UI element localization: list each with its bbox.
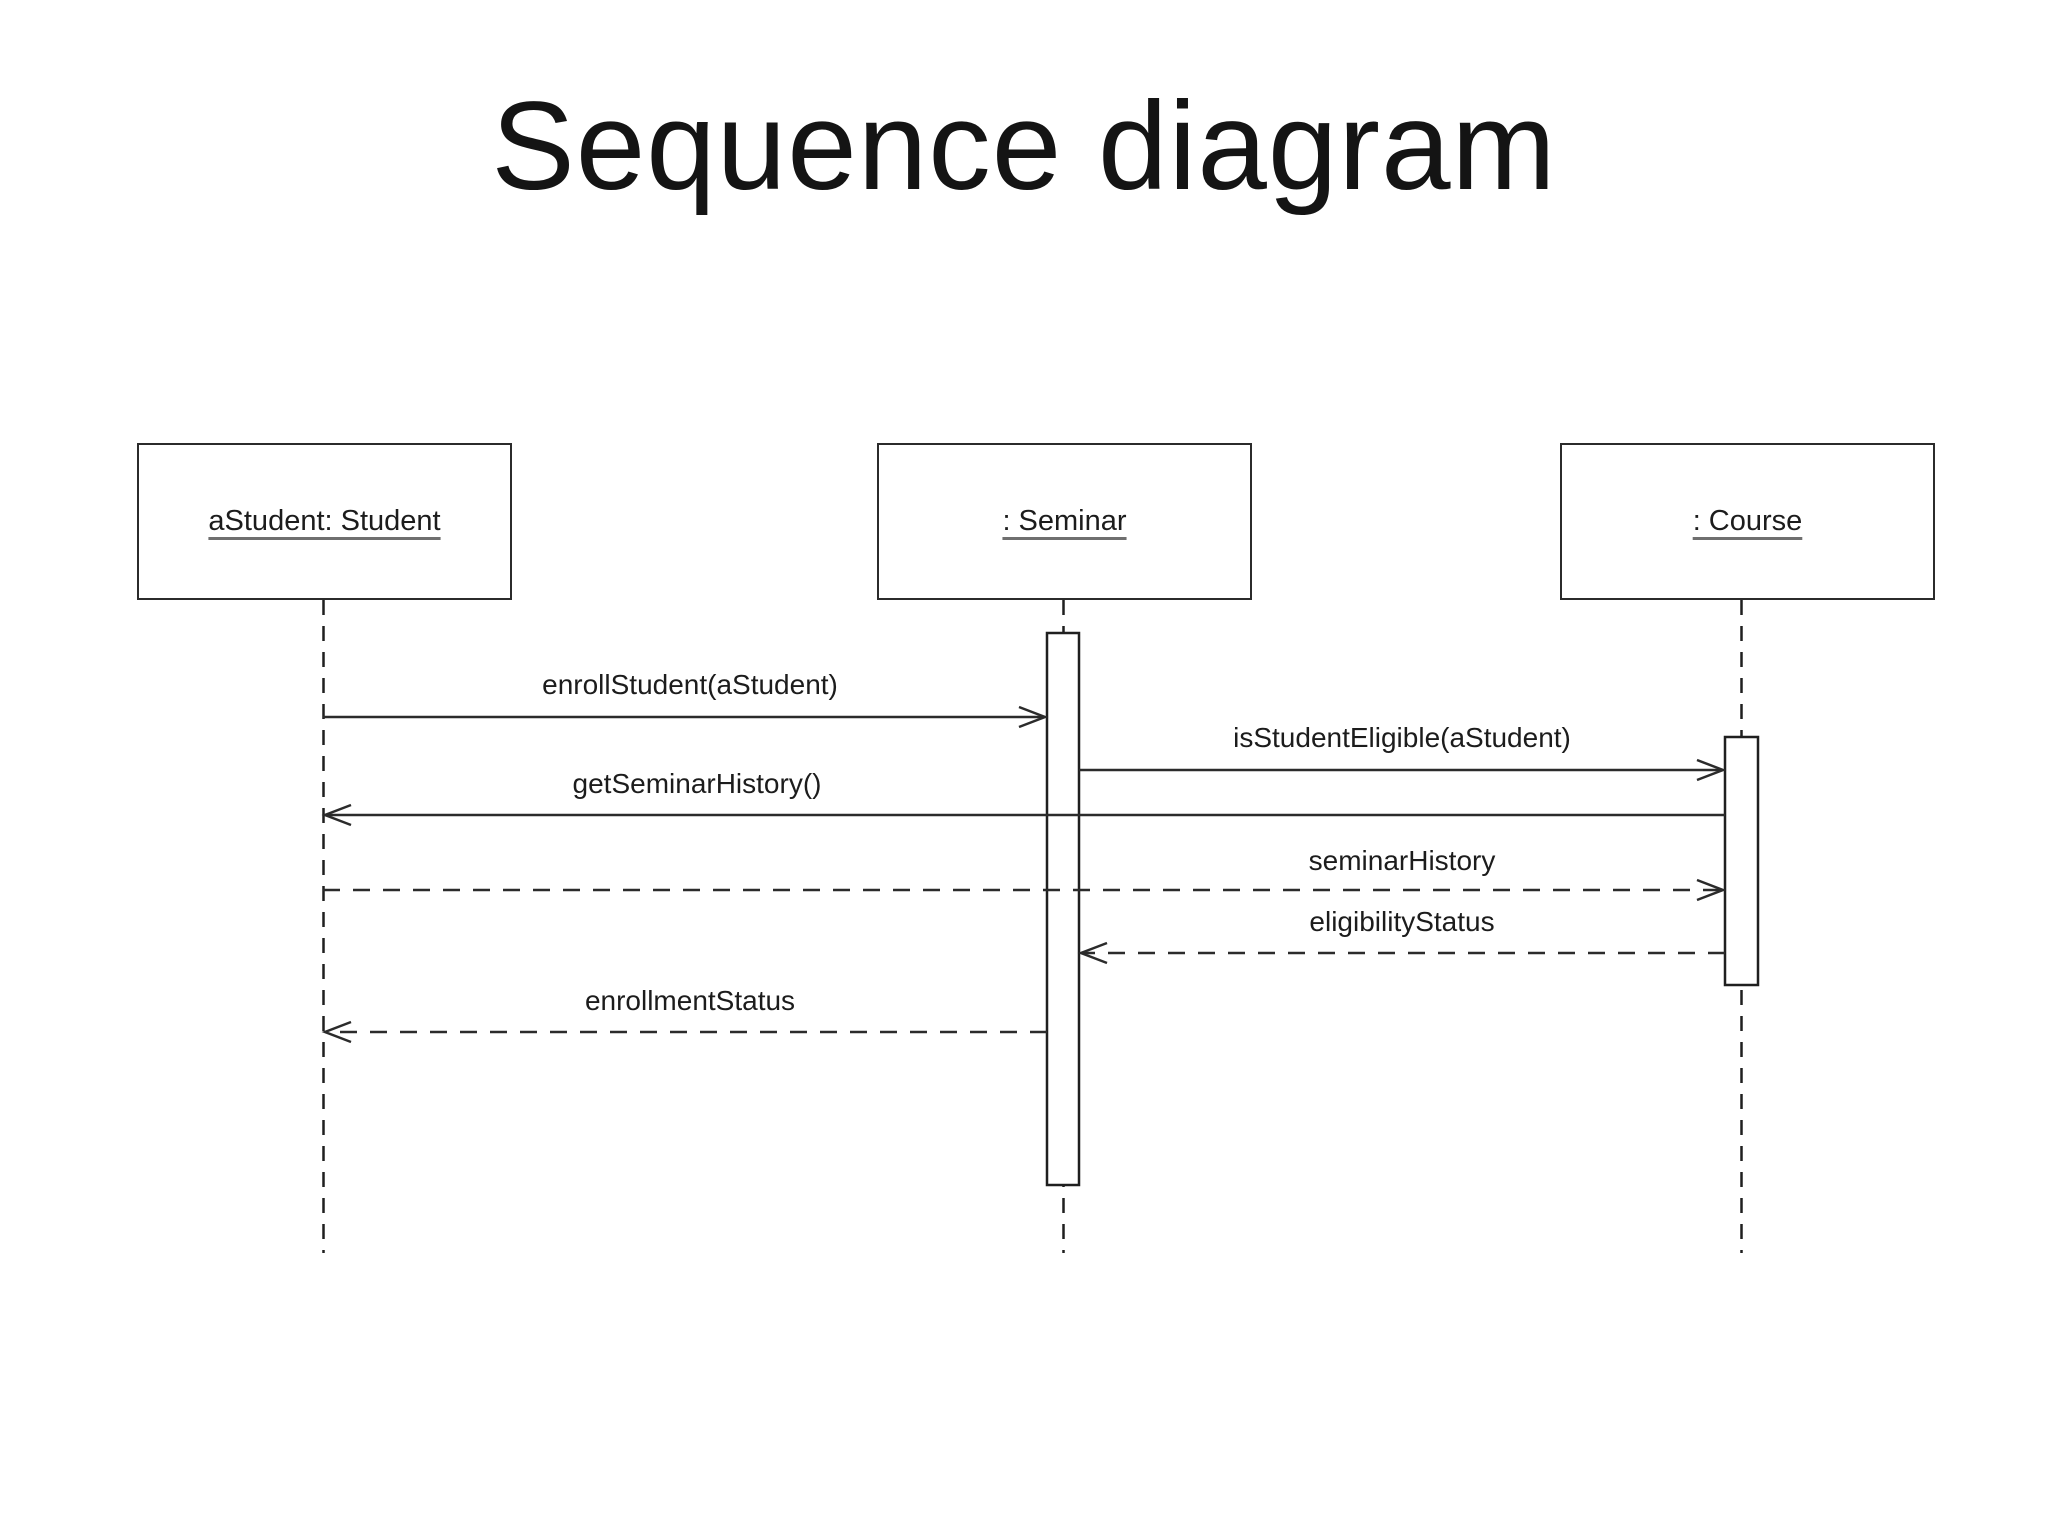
actor-box-student: aStudent: Student [137, 443, 512, 600]
arrowhead-left-icon [1077, 941, 1108, 965]
arrowhead-right-icon [1696, 758, 1727, 782]
arrowhead-left-icon [321, 803, 352, 827]
actor-label-seminar: : Seminar [1002, 505, 1127, 537]
activation-bar-course [1723, 735, 1760, 987]
actor-label-student: aStudent: Student [208, 505, 441, 537]
message-label-eligibilitystatus: eligibilityStatus [1309, 906, 1495, 937]
message-label-enrollstudent: enrollStudent(aStudent) [542, 669, 838, 700]
actor-box-seminar: : Seminar [877, 443, 1252, 600]
actor-box-course: : Course [1560, 443, 1935, 600]
page-title: Sequence diagram [491, 77, 1557, 216]
arrowhead-left-icon [321, 1020, 352, 1044]
message-label-seminarhistory: seminarHistory [1308, 845, 1496, 876]
message-label-enrollmentstatus: enrollmentStatus [584, 985, 796, 1016]
activation-bar-seminar [1045, 631, 1081, 1187]
actor-label-course: : Course [1692, 505, 1803, 537]
arrowhead-right-icon [1696, 878, 1727, 902]
message-label-getseminarhistory: getSeminarHistory() [572, 768, 822, 799]
message-label-isstudenteligible: isStudentEligible(aStudent) [1233, 722, 1571, 753]
arrowhead-right-icon [1018, 705, 1049, 729]
